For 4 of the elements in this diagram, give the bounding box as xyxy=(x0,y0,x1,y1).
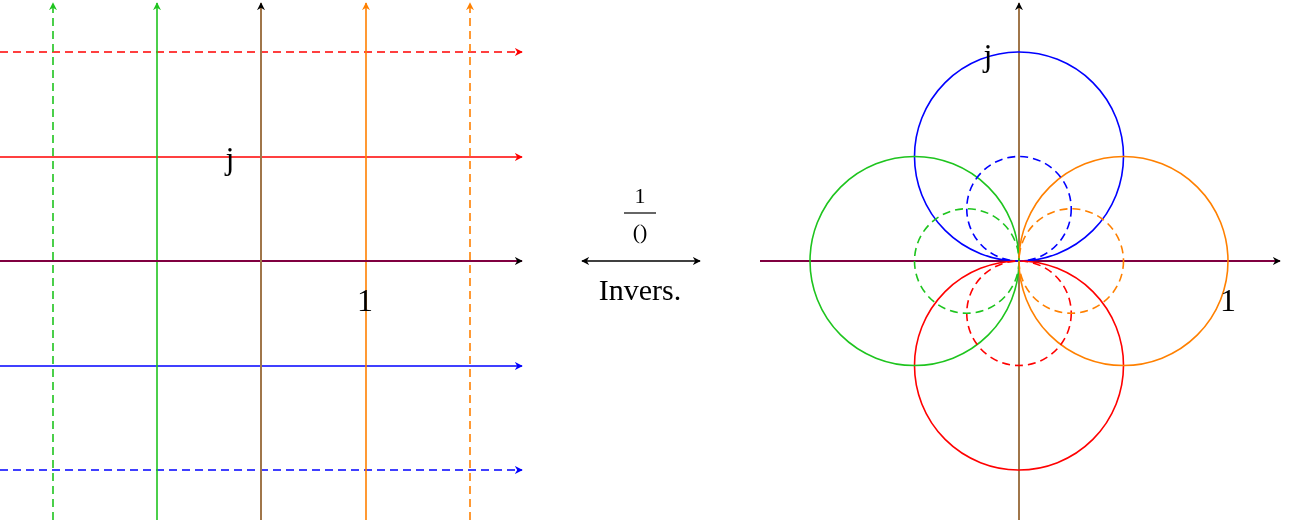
fraction-denominator: () xyxy=(632,221,648,243)
fraction-numerator: 1 xyxy=(634,185,646,207)
operation-label: Invers. xyxy=(598,275,682,305)
axis-label: 1 xyxy=(1220,284,1236,316)
